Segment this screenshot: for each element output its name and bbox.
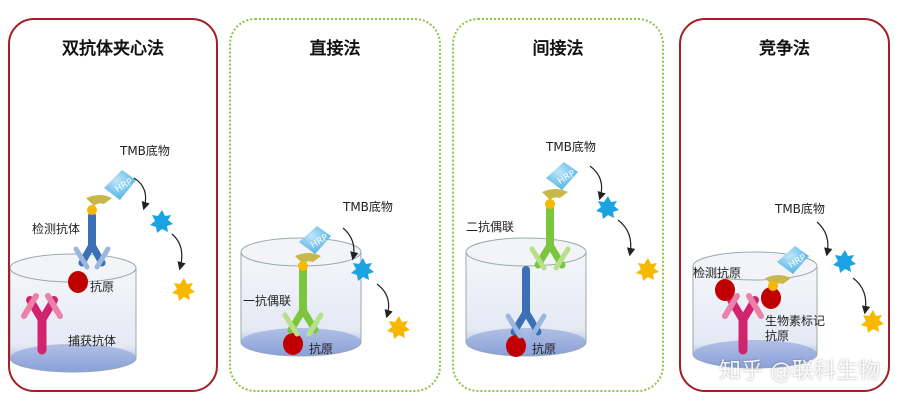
- label-detect-antibody: 检测抗体: [32, 222, 81, 236]
- sandwich-diagram: HRP: [10, 170, 195, 373]
- label-antigen: 抗原: [532, 342, 557, 356]
- panel-competitive: 竞争法 HRP TMB底物 检测抗原 生物素标记抗原: [679, 18, 890, 392]
- label-substrate: TMB底物: [343, 200, 393, 214]
- competitive-diagram: HRP: [692, 221, 884, 369]
- label-antigen: 抗原: [90, 280, 115, 294]
- panel-title: 间接法: [532, 39, 584, 59]
- panel-title: 双抗体夹心法: [62, 39, 164, 59]
- capture-antibody: [722, 293, 764, 355]
- label-substrate: TMB底物: [775, 202, 825, 216]
- yellow-star: [387, 316, 410, 339]
- linker: [86, 195, 112, 215]
- blue-star: [351, 258, 374, 281]
- secondary-antibody: [529, 202, 571, 271]
- panel-title: 竞争法: [759, 39, 810, 59]
- primary-antibody: [505, 266, 547, 339]
- indirect-diagram: HRP: [465, 162, 659, 357]
- direct-diagram: HRP: [240, 226, 410, 357]
- panel-title: 直接法: [309, 39, 361, 59]
- label-substrate: TMB底物: [120, 144, 170, 158]
- label-primary-conjugate: 一抗偶联: [243, 294, 292, 308]
- antigen: [68, 271, 88, 293]
- label-biotin-antigen: 生物素标记抗原: [765, 314, 826, 343]
- label-substrate: TMB底物: [546, 140, 596, 154]
- hrp-enzyme: HRP: [104, 170, 136, 200]
- antigen: [506, 335, 526, 357]
- biotin-antigen: [761, 287, 781, 309]
- yellow-star: [861, 310, 884, 333]
- hrp-enzyme: HRP: [546, 162, 578, 190]
- blue-star: [150, 210, 173, 233]
- label-secondary-conjugate: 二抗偶联: [466, 220, 515, 234]
- primary-antibody: [282, 264, 324, 337]
- label-capture-antibody: 捕获抗体: [68, 334, 117, 348]
- panel-sandwich: 双抗体夹心法 HRP: [8, 18, 218, 392]
- yellow-star: [636, 258, 659, 281]
- blue-star: [833, 250, 856, 273]
- yellow-star: [172, 278, 195, 301]
- antigen: [283, 333, 303, 355]
- label-antigen: 抗原: [309, 342, 334, 356]
- capture-antibody: [21, 293, 63, 355]
- panel-indirect: 间接法 HRP: [452, 18, 664, 392]
- linker: [765, 275, 791, 291]
- label-detect-antigen: 检测抗原: [693, 266, 742, 280]
- detection-antibody: [73, 212, 111, 270]
- watermark: 知乎 @联科生物: [719, 359, 880, 384]
- panel-direct: 直接法 HRP TMB底物 一抗偶联 抗原: [229, 18, 441, 392]
- linker: [295, 253, 321, 271]
- blue-star: [596, 196, 619, 219]
- linker: [542, 189, 568, 209]
- detect-antigen: [715, 279, 735, 301]
